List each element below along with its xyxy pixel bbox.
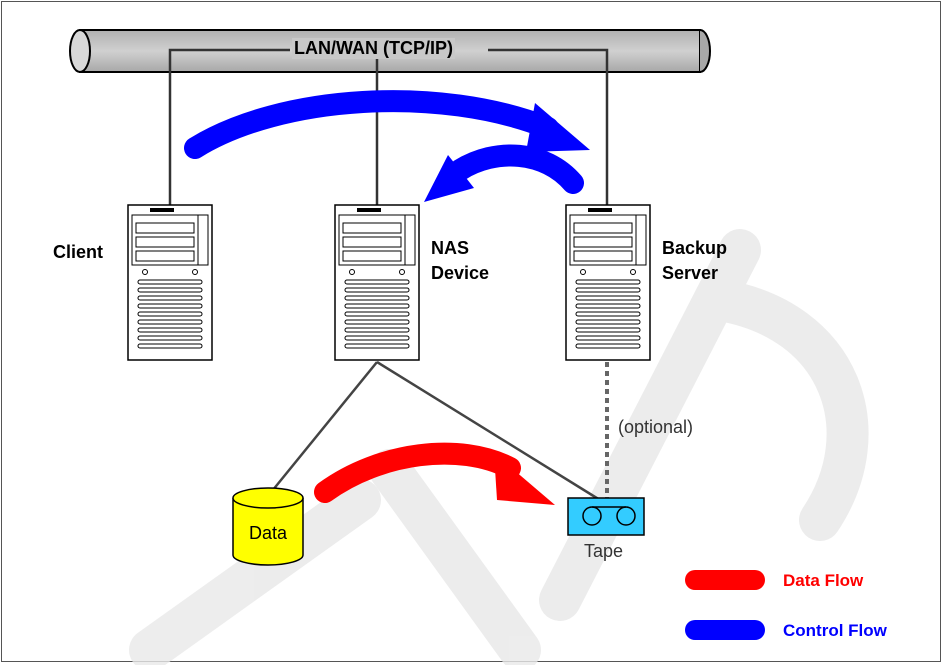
client-server-icon	[127, 204, 213, 361]
control-flow-arrow-backup-to-nas	[424, 144, 584, 202]
nas-device-icon	[334, 204, 420, 361]
legend-control-flow-label: Control Flow	[783, 621, 887, 640]
watermark	[129, 229, 869, 665]
control-flow-arrow-client-to-backup	[184, 90, 590, 159]
nas-label-line2: Device	[431, 263, 490, 283]
legend-data-flow-label: Data Flow	[783, 571, 864, 590]
nas-label-line1: NAS	[431, 238, 470, 258]
network-label: LAN/WAN (TCP/IP)	[292, 38, 455, 59]
nas-storage-links	[267, 360, 601, 502]
backup-label-line1: Backup	[662, 238, 728, 258]
backup-label-line2: Server	[662, 263, 719, 283]
client-label: Client	[53, 242, 104, 262]
tape-icon	[567, 497, 645, 536]
tape-label: Tape	[584, 541, 624, 561]
data-label: Data	[249, 523, 288, 543]
optional-label: (optional)	[618, 417, 694, 437]
data-cylinder-icon	[232, 487, 304, 566]
data-flow-arrow	[314, 442, 555, 505]
network-connections	[168, 48, 609, 205]
backup-server-icon	[565, 204, 651, 361]
